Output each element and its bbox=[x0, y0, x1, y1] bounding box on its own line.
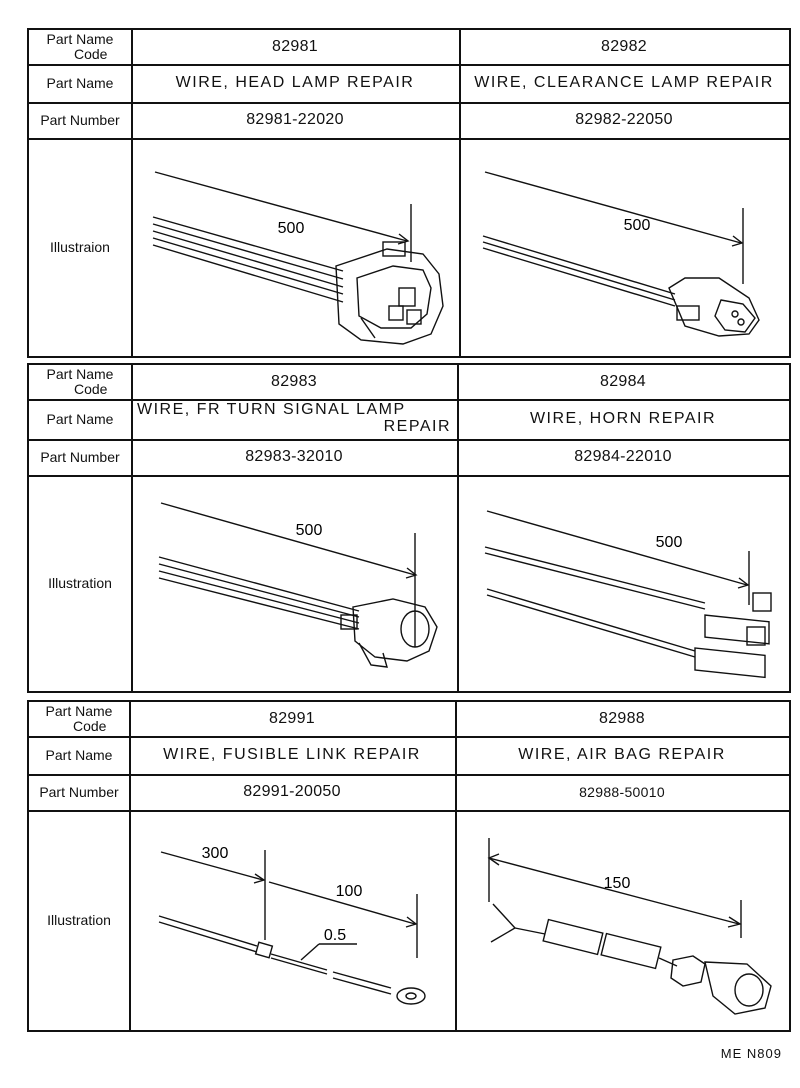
part-name-82988: WIRE, AIR BAG REPAIR bbox=[518, 746, 726, 763]
label-illustration: Illustraion bbox=[50, 238, 110, 255]
dim-500: 500 bbox=[296, 522, 323, 539]
dim-500: 500 bbox=[278, 220, 305, 237]
part-number-82984: 82984-22010 bbox=[574, 448, 672, 465]
part-code-82988: 82988 bbox=[599, 710, 645, 727]
illustration-horn-wire: 500 bbox=[457, 475, 789, 691]
label-code-line2: Code bbox=[73, 381, 108, 397]
label-code-line1: Part Name bbox=[46, 366, 114, 382]
part-code-82983: 82983 bbox=[271, 373, 317, 390]
part-name-82983: WIRE, FR TURN SIGNAL LAMP REPAIR bbox=[131, 399, 457, 439]
document-code: ME N809 bbox=[720, 1046, 782, 1061]
label-illustration: Illustration bbox=[47, 911, 111, 928]
illustration-air-bag-wire: 150 bbox=[455, 810, 789, 1030]
part-number-82982: 82982-22050 bbox=[575, 111, 673, 128]
part-number-82988: 82988-50010 bbox=[579, 784, 665, 800]
illustration-fusible-link-wire: 300 100 0.5 bbox=[129, 810, 455, 1030]
head-lamp-wire-drawing: 500 bbox=[152, 171, 444, 345]
part-code-82991: 82991 bbox=[269, 710, 315, 727]
label-code-line2: Code bbox=[72, 718, 107, 734]
air-bag-wire-drawing: 150 bbox=[487, 838, 772, 1015]
label-part-number: Part Number bbox=[39, 783, 119, 800]
part-code-82982: 82982 bbox=[601, 38, 647, 55]
label-part-number: Part Number bbox=[40, 448, 120, 465]
part-name-82983-line1: WIRE, FR TURN SIGNAL LAMP bbox=[137, 401, 406, 418]
part-number-82991: 82991-20050 bbox=[243, 783, 341, 800]
illustration-clearance-lamp-wire: 500 bbox=[459, 138, 789, 356]
fusible-link-wire-drawing: 300 100 0.5 bbox=[158, 845, 426, 1005]
label-code-line2: Code bbox=[73, 46, 108, 62]
label-part-name: Part Name bbox=[46, 74, 114, 91]
part-code-82981: 82981 bbox=[272, 38, 318, 55]
clearance-lamp-wire-drawing: 500 bbox=[482, 171, 760, 337]
part-name-82982: WIRE, CLEARANCE LAMP REPAIR bbox=[474, 74, 774, 91]
dim-500: 500 bbox=[656, 534, 683, 551]
turn-signal-wire-drawing: 500 bbox=[158, 502, 438, 668]
dim-500: 500 bbox=[624, 217, 651, 234]
part-name-82981: WIRE, HEAD LAMP REPAIR bbox=[175, 74, 415, 91]
label-illustration: Illustration bbox=[48, 574, 112, 591]
illustration-head-lamp-wire: 500 bbox=[131, 138, 459, 356]
part-name-82991: WIRE, FUSIBLE LINK REPAIR bbox=[163, 746, 421, 763]
illustration-turn-signal-wire: 500 bbox=[131, 475, 457, 691]
label-code-line1: Part Name bbox=[46, 31, 114, 47]
label-part-name: Part Name bbox=[45, 746, 113, 763]
part-name-82983-line2: REPAIR bbox=[383, 418, 451, 435]
dim-300: 300 bbox=[202, 845, 229, 862]
label-code-line1: Part Name bbox=[45, 703, 113, 719]
label-part-number: Part Number bbox=[40, 111, 120, 128]
dim-150: 150 bbox=[604, 875, 631, 892]
part-name-82984: WIRE, HORN REPAIR bbox=[529, 410, 717, 427]
part-code-82984: 82984 bbox=[600, 373, 646, 390]
horn-wire-drawing: 500 bbox=[484, 510, 772, 679]
dim-0-5: 0.5 bbox=[324, 927, 346, 944]
part-number-82981: 82981-22020 bbox=[246, 111, 344, 128]
label-part-name: Part Name bbox=[46, 410, 114, 427]
dim-100: 100 bbox=[336, 883, 363, 900]
part-number-82983: 82983-32010 bbox=[245, 448, 343, 465]
